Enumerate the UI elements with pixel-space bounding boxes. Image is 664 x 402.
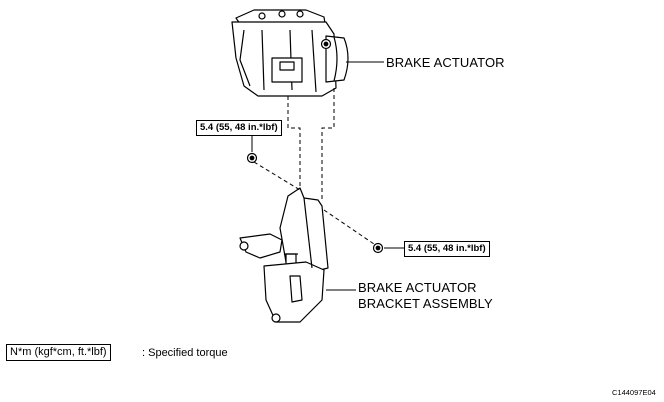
leader-lines	[251, 61, 404, 291]
right-nut-icon	[372, 242, 384, 254]
brake-actuator-label: BRAKE ACTUATOR	[386, 55, 505, 70]
bracket-assembly-illustration	[239, 187, 329, 323]
figure-code: C144097E04	[612, 388, 656, 397]
upper-torque-spec: 5.4 (55, 48 in.*lbf)	[196, 120, 282, 136]
brake-actuator-illustration	[231, 9, 349, 97]
legend-meaning: : Specified torque	[142, 347, 228, 359]
alignment-lines	[253, 88, 375, 245]
bracket-label-line1: BRAKE ACTUATOR	[358, 280, 477, 295]
upper-nut-icon	[246, 152, 258, 164]
legend-unit-box: N*m (kgf*cm, ft.*lbf)	[6, 344, 111, 361]
bracket-label-line2: BRACKET ASSEMBLY	[358, 296, 493, 311]
right-torque-spec: 5.4 (55, 48 in.*lbf)	[404, 241, 490, 257]
